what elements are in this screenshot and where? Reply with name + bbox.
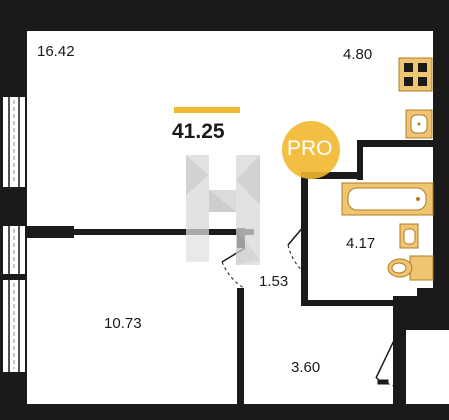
watermark-logo xyxy=(186,155,260,265)
window-lower xyxy=(3,280,25,372)
toilet-icon xyxy=(387,255,434,281)
door-entrance xyxy=(375,329,400,389)
stove-icon xyxy=(398,57,433,92)
window-upper xyxy=(3,97,25,187)
room-area-bedroom: 10.73 xyxy=(104,315,142,332)
interior-walls xyxy=(27,140,433,404)
room-area-entrance-hall: 3.60 xyxy=(291,359,321,376)
door-bathroom xyxy=(287,225,305,273)
room-area-bathroom: 4.17 xyxy=(346,235,376,252)
total-area: 41.25 xyxy=(172,120,225,143)
window-middle xyxy=(3,226,25,274)
room-area-kitchen: 4.80 xyxy=(343,46,373,63)
total-area-accent-bar xyxy=(174,107,240,113)
kitchen-sink-icon xyxy=(405,109,433,139)
pro-badge-label: PRO xyxy=(287,137,333,160)
bathtub-icon xyxy=(341,182,434,216)
room-area-living-room: 16.42 xyxy=(37,43,75,60)
bathroom-sink-icon xyxy=(399,223,419,249)
room-area-hallway-closet: 1.53 xyxy=(259,273,289,290)
pro-badge xyxy=(282,121,340,179)
